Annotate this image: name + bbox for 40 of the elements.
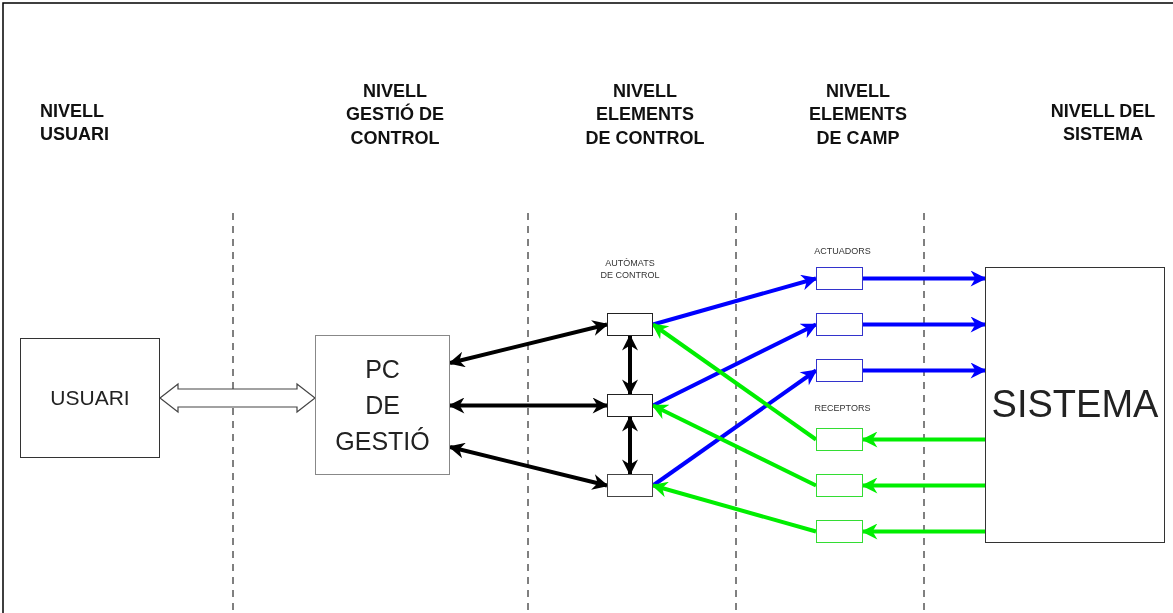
arrow: [651, 403, 817, 488]
actuator-box: [816, 359, 863, 382]
arrow: [863, 316, 987, 333]
arrow: [861, 431, 985, 448]
arrow: [863, 362, 987, 379]
process-box: [315, 335, 450, 475]
hollow-double-arrow: [159, 382, 316, 414]
level-heading: NIVELL USUARI: [40, 100, 110, 147]
level-heading: NIVELL DEL SISTEMA: [1049, 100, 1157, 147]
arrow: [863, 270, 987, 287]
double-arrow: [622, 334, 638, 396]
process-box: [985, 267, 1165, 543]
controller-box: [607, 313, 653, 336]
controller-box: [607, 394, 653, 417]
double-arrow: [622, 415, 638, 476]
box-label: PC DE GESTIÓ: [335, 353, 430, 458]
arrow: [861, 523, 985, 540]
double-arrow: [448, 397, 609, 414]
group-label: RECEPTORS: [813, 403, 872, 415]
double-arrow: [448, 442, 609, 490]
group-label: ACTUADORS: [813, 246, 872, 258]
actuator-box: [816, 267, 863, 290]
box-label: SISTEMA: [991, 382, 1159, 428]
receptor-box: [816, 428, 863, 451]
arrow: [651, 481, 817, 534]
controller-box: [607, 474, 653, 497]
double-arrow: [448, 320, 609, 368]
arrow: [861, 477, 985, 494]
group-label: AUTÒMATS DE CONTROL: [600, 258, 660, 282]
arrow: [652, 274, 818, 327]
actuator-box: [816, 313, 863, 336]
box-label: USUARI: [50, 385, 130, 411]
receptor-box: [816, 474, 863, 497]
receptor-box: [816, 520, 863, 543]
arrow: [651, 322, 818, 442]
process-box: [20, 338, 160, 458]
level-heading: NIVELL ELEMENTS DE CAMP: [808, 80, 908, 150]
level-heading: NIVELL GESTIÓ DE CONTROL: [345, 80, 445, 150]
arrow: [652, 322, 818, 408]
level-heading: NIVELL ELEMENTS DE CONTROL: [584, 80, 706, 150]
